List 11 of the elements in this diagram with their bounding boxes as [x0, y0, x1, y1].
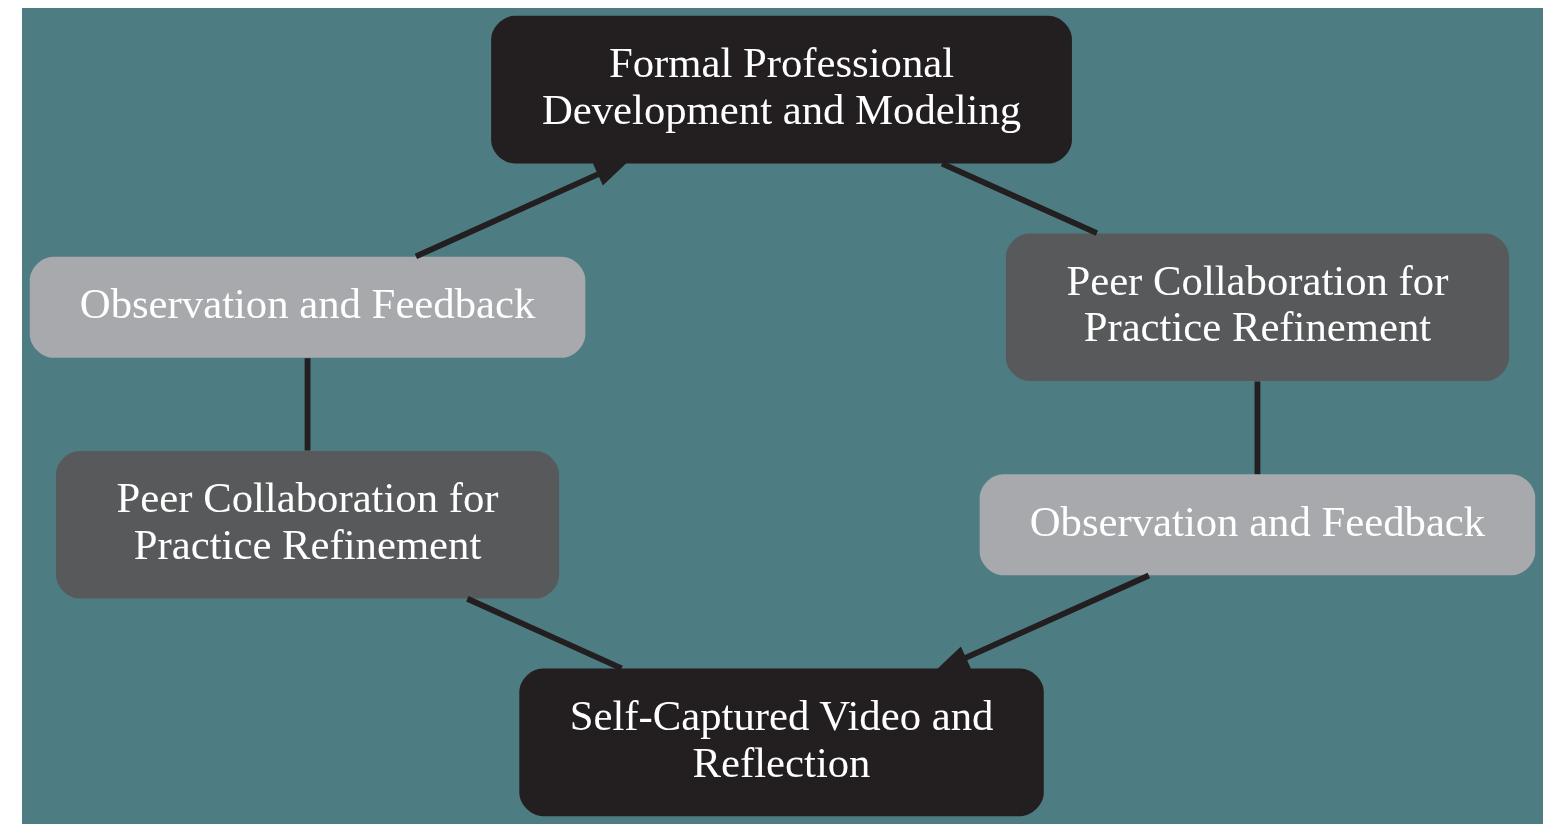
connector — [465, 596, 623, 671]
node-box: Peer Collaboration for Practice Refinement — [1005, 233, 1509, 382]
node-box: Self-Captured Video and Reflection — [518, 668, 1044, 817]
arrow — [414, 160, 630, 260]
connector — [304, 358, 310, 451]
node-box: Formal Professional Development and Modeling — [490, 15, 1072, 164]
node-box: Peer Collaboration for Practice Refinement — [55, 450, 559, 599]
connector — [1254, 381, 1260, 475]
node-box: Observation and Feedback — [979, 474, 1535, 576]
node-box: Observation and Feedback — [29, 256, 585, 358]
connector — [940, 161, 1098, 236]
